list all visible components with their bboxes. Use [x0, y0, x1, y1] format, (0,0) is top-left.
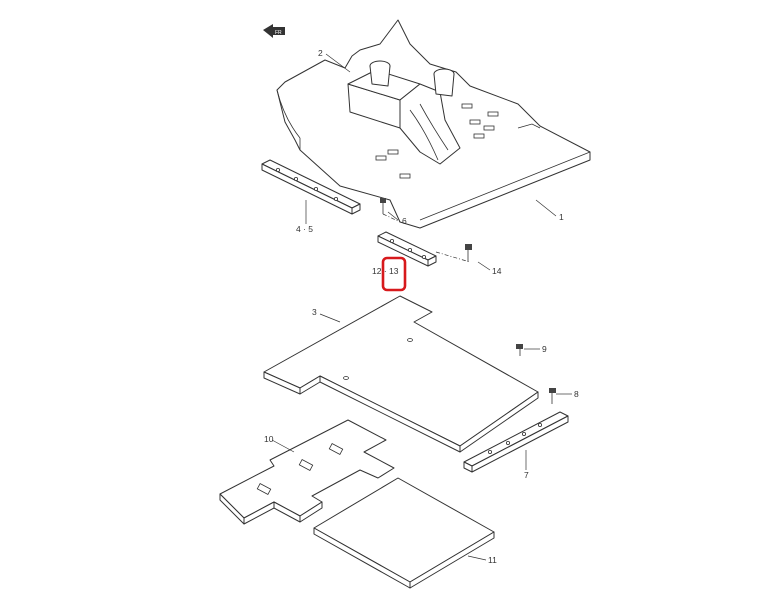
callout-8: 8 — [574, 389, 579, 399]
callout-6: 6 — [402, 216, 407, 226]
callout-3: 3 — [312, 307, 317, 317]
leader-14 — [477, 261, 491, 271]
leader-1 — [535, 199, 557, 217]
leader-6 — [387, 211, 399, 221]
callout-1: 1 — [559, 212, 564, 222]
callout-14: 14 — [492, 266, 502, 276]
highlight-box-13[interactable] — [381, 256, 407, 292]
callout-9: 9 — [542, 344, 547, 354]
callout-2: 2 — [318, 48, 323, 58]
part-12-13-bracket — [377, 231, 471, 267]
leader-2 — [325, 53, 351, 73]
part-6-screw — [380, 198, 401, 223]
part-4-5-rail — [261, 159, 361, 215]
part-11-mat — [313, 477, 495, 589]
part-7-rail — [463, 411, 569, 473]
part-8-screw — [549, 388, 556, 404]
callout-10: 10 — [264, 434, 274, 444]
part-3-plate — [263, 295, 539, 453]
part-1-floor-mat — [276, 19, 591, 229]
callout-4-5: 4 · 5 — [296, 224, 313, 234]
leader-11 — [467, 555, 487, 561]
part-14-screw — [465, 244, 472, 262]
part-9-screw — [516, 344, 523, 356]
svg-text:FR: FR — [275, 30, 282, 36]
leader-3 — [319, 313, 341, 323]
front-direction-arrow-icon: FR — [263, 24, 285, 38]
callout-11: 11 — [488, 555, 497, 565]
part-10-mat — [219, 419, 395, 525]
callout-7: 7 — [524, 470, 529, 480]
callout-12-13: 12 · 13 — [372, 266, 399, 276]
leader-10 — [271, 439, 295, 453]
